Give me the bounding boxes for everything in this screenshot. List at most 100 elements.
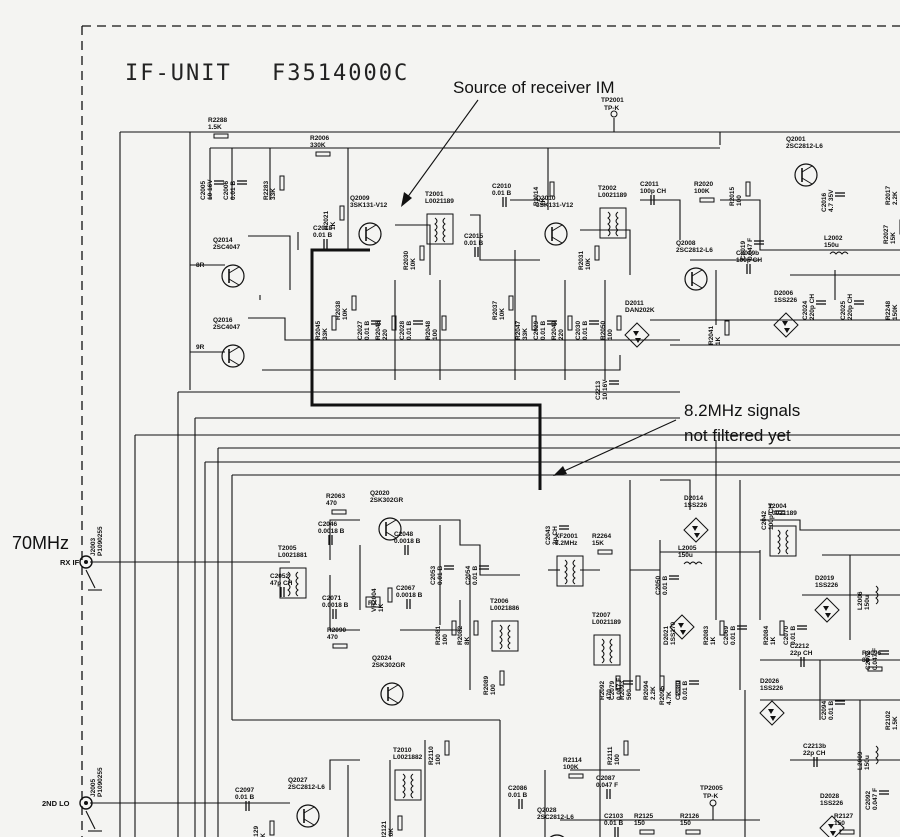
c2006-value: 0.01 B: [230, 181, 237, 200]
r2114-value: 100K: [563, 764, 579, 771]
c2011-ref: C2011: [640, 181, 659, 188]
r2102-ref: R2102: [885, 710, 892, 730]
r2089-ref: R2089: [483, 675, 490, 695]
q2014-ref: Q2014: [213, 237, 233, 244]
r2027-ref: R2027: [883, 224, 890, 244]
l2002-ref: L2002: [824, 235, 843, 242]
t2005-ref: T2005: [278, 545, 297, 552]
q2027-symbol: [296, 804, 320, 828]
c2071-value: 0.0018 B: [322, 602, 349, 609]
c2010-ref: C2010: [492, 183, 512, 190]
r2081-value: 100: [442, 634, 449, 645]
r2081-symbol: [451, 620, 457, 636]
r2095-symbol: [675, 680, 681, 696]
d2011-ref: D2011: [625, 300, 644, 307]
q2016-value: 2SC4047: [213, 324, 240, 331]
vr2004-value: 1K: [378, 603, 385, 612]
l2002-symbol: [829, 251, 849, 255]
q2020-ref: Q2020: [370, 490, 390, 497]
c2052-ref: C2052: [270, 573, 290, 580]
r2049-value: 220: [558, 329, 565, 340]
q2009-symbol: [358, 222, 382, 246]
r2046-value: 220: [382, 329, 389, 340]
c2094-symbol: [835, 700, 845, 705]
c2092-value: 0.047 F: [872, 788, 879, 810]
r2045-symbol: [331, 315, 337, 331]
q2008-ref: Q2008: [676, 240, 696, 247]
r2021-value: 1K: [330, 221, 337, 230]
r2027-value: 15K: [890, 232, 897, 244]
c2213b-value: 22p CH: [803, 750, 826, 757]
tp2005-ref: TP2005: [700, 785, 723, 792]
q2001-value: 2SC2812-L6: [786, 143, 823, 150]
t2004-symbol: [769, 525, 797, 557]
r2048-ref: R2048: [425, 320, 432, 340]
q2016-symbol: [221, 344, 245, 368]
t2001-symbol: [426, 213, 454, 245]
c2071-symbol: [332, 609, 337, 619]
r2093-ref: R2093: [619, 680, 626, 700]
r2248-value: 150K: [892, 304, 899, 320]
d2006-symbol: [773, 312, 799, 338]
c2080-symbol: [689, 680, 699, 685]
r2030-ref: R2030: [403, 250, 410, 270]
c2213-symbol: [609, 380, 619, 385]
d2006-value: 1SS226: [774, 297, 798, 304]
r2125-value: 150: [634, 820, 645, 827]
r2014-symbol: [549, 181, 555, 197]
c2019-ref: C2019: [740, 240, 747, 260]
t2001-value: L0021189: [425, 198, 454, 205]
connector-rx-if-part: P1090255: [97, 526, 104, 556]
c2092-ref: C2092: [865, 790, 872, 810]
d2021-symbol: [669, 614, 695, 640]
unit-title: IF-UNIT: [125, 61, 232, 86]
r2127-ref: R2127: [834, 813, 854, 820]
r2126-ref: R2126: [680, 813, 700, 820]
r2015-ref: R2015: [729, 186, 736, 206]
annotation-arrows: [401, 99, 677, 476]
r2048-symbol: [441, 315, 447, 331]
d2021-ref: D2021: [663, 625, 670, 645]
c2019b-value: 100p CH: [736, 257, 762, 264]
c2043-symbol: [559, 525, 569, 530]
r2129-value: 10K: [260, 833, 267, 837]
c2097-symbol: [245, 801, 250, 811]
r2020-ref: R2020: [694, 181, 714, 188]
c2092-symbol: [879, 790, 889, 795]
r2090-symbol: [332, 643, 348, 649]
c2097-ref: C2097: [235, 787, 255, 794]
r2021-symbol: [339, 205, 345, 221]
r2045-value: 33K: [322, 328, 329, 340]
c2006-symbol: [237, 180, 247, 185]
r2050-ref: R2050: [600, 320, 607, 340]
r2038-symbol: [351, 295, 357, 311]
c2213b-symbol: [813, 757, 818, 767]
c2213-value: 10 16V: [602, 379, 609, 400]
r2089-symbol: [499, 670, 505, 686]
q2027-value: 2SC2812-L6: [288, 784, 325, 791]
r2046-ref: R2046: [375, 320, 382, 340]
d2014-ref: D2014: [684, 495, 704, 502]
r2041-value: 1K: [715, 336, 722, 345]
r2111-value: 100: [614, 754, 621, 765]
c2042-value: 100p CH: [768, 504, 775, 530]
r2084-ref: R2084: [763, 625, 770, 645]
l2009-ref: L2009: [857, 751, 864, 770]
rx-box: [365, 596, 381, 608]
d2014-symbol: [683, 517, 709, 543]
r2063-ref: R2063: [326, 493, 346, 500]
wiring: [90, 118, 900, 837]
r2129-symbol: [269, 820, 275, 836]
c2029-symbol: [547, 320, 557, 325]
r2125-symbol: [639, 829, 655, 835]
c2019-value: 0.047 F: [747, 238, 754, 260]
r2049-ref: R2049: [551, 320, 558, 340]
r2045-ref: R2045: [315, 320, 322, 340]
r2110-symbol: [444, 740, 450, 756]
r2094-value: 2.2K: [650, 686, 657, 700]
r2084-value: 1K: [770, 636, 777, 645]
c2027-ref: C2027: [357, 320, 364, 340]
c2043-ref: C2043: [545, 525, 552, 545]
c2094-value: 0.01 B: [828, 701, 835, 720]
r2126-value: 150: [680, 820, 691, 827]
